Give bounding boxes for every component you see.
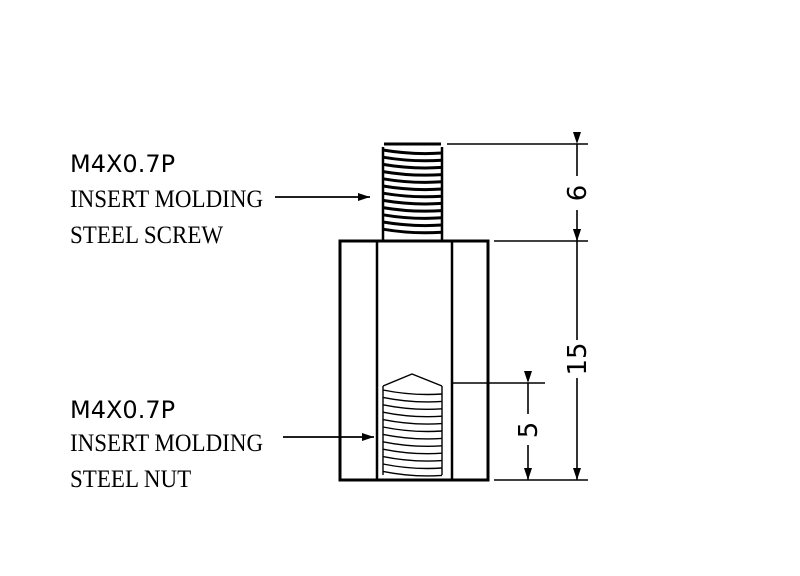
screw-stud (381, 142, 444, 240)
screw-thread-line (382, 213, 443, 220)
screw-desc-line1: INSERT MOLDING (70, 186, 264, 213)
nut-thread-line (382, 389, 443, 396)
screw-thread-line (382, 148, 443, 156)
nut-thread-line (382, 455, 443, 462)
screw-thread-line (382, 206, 443, 213)
nut-thread-line (382, 470, 443, 477)
nut-insert (382, 373, 443, 477)
screw-spec-label: M4X0.7P (70, 150, 176, 178)
screw-thread-line (382, 162, 443, 170)
nut-thread-line (382, 404, 443, 410)
nut-thread-line (382, 396, 443, 403)
dim-screw-length: 6 (563, 185, 593, 202)
nut-thread-line (382, 463, 443, 470)
screw-thread-line (382, 198, 443, 206)
screw-thread-line (382, 155, 443, 163)
nut-thread-line (382, 433, 443, 440)
screw-thread-line (382, 220, 443, 228)
nut-desc-line2: STEEL NUT (70, 466, 192, 493)
nut-thread-line (382, 426, 443, 433)
screw-thread-line (382, 191, 443, 199)
nut-threads (382, 389, 443, 477)
dim-nut-depth: 5 (514, 422, 544, 439)
screw-thread-line (382, 170, 443, 177)
screw-thread-line (382, 227, 443, 235)
nut-thread-line (382, 418, 443, 425)
dimension-lines (447, 132, 588, 481)
hex-body (338, 239, 490, 482)
screw-thread-line (382, 184, 443, 192)
nut-thread-line (382, 441, 443, 447)
nut-thread-line (382, 448, 443, 455)
screw-threads (382, 148, 443, 235)
screw-desc-line2: STEEL SCREW (70, 222, 224, 249)
nut-spec-label: M4X0.7P (70, 396, 176, 424)
screw-thread-line (382, 177, 443, 184)
dim-body-length: 15 (563, 342, 593, 375)
nut-desc-line1: INSERT MOLDING (70, 430, 264, 457)
nut-thread-line (382, 411, 443, 418)
